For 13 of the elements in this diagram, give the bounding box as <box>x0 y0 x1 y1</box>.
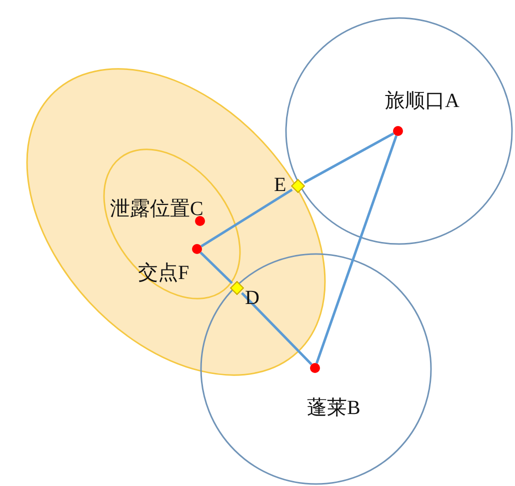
connector-line <box>200 188 293 248</box>
connector-line <box>304 132 394 184</box>
point-label: 旅顺口A <box>385 90 460 112</box>
point-label: 交点F <box>138 262 190 284</box>
point-dot <box>393 126 403 136</box>
point-label: 泄露位置C <box>110 198 204 220</box>
point-dot <box>310 363 320 373</box>
point-label: D <box>245 287 260 309</box>
connector-line <box>240 292 312 366</box>
point-label: E <box>274 174 286 196</box>
connector-line <box>200 252 233 284</box>
point-label: 蓬莱B <box>307 397 360 419</box>
connector-line <box>315 135 398 364</box>
